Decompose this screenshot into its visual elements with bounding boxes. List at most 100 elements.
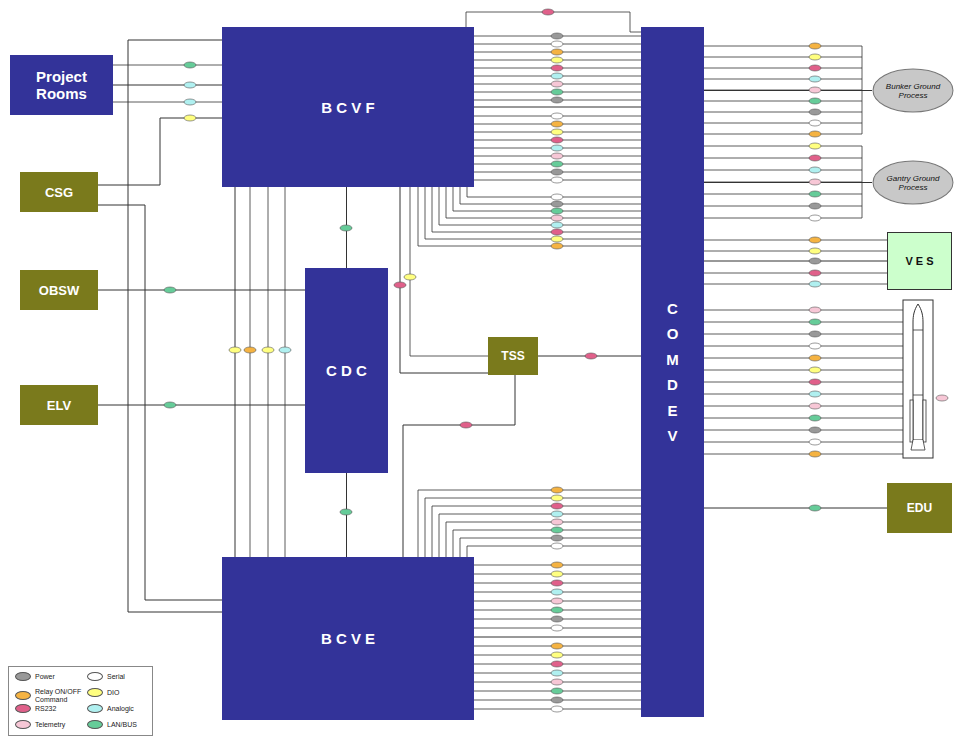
connector	[128, 40, 222, 612]
signal-marker	[551, 580, 563, 586]
system-box: CSG	[20, 172, 98, 212]
wire	[704, 194, 862, 195]
signal-marker	[551, 41, 563, 47]
signal-marker	[936, 395, 948, 401]
signal-marker	[404, 274, 416, 280]
stage-joint	[913, 330, 923, 331]
legend-item: Relay ON/OFF Command	[15, 688, 83, 703]
signal-marker	[340, 509, 352, 515]
signal-marker	[809, 215, 821, 221]
signal-marker	[551, 688, 563, 694]
legend-swatch	[15, 672, 31, 681]
signal-marker	[279, 347, 291, 353]
signal-marker	[809, 43, 821, 49]
wire	[704, 68, 862, 69]
equipment-bay: B C V E	[222, 557, 474, 720]
legend-box: PowerSerialRelay ON/OFF CommandDIORS232A…	[8, 666, 153, 736]
wire	[704, 101, 862, 102]
wire	[704, 46, 862, 47]
signal-marker	[551, 598, 563, 604]
system-box: ELV	[20, 385, 98, 425]
signal-marker	[551, 49, 563, 55]
wire	[704, 406, 903, 407]
legend-item: Telemetry	[15, 720, 83, 729]
wire	[704, 206, 862, 207]
wire	[466, 12, 641, 32]
signal-marker	[551, 89, 563, 95]
signal-marker	[551, 616, 563, 622]
node-label: TSS	[501, 349, 524, 363]
signal-marker	[551, 81, 563, 87]
wire	[704, 418, 903, 419]
signal-marker	[551, 65, 563, 71]
signal-marker	[551, 33, 563, 39]
signal-marker	[809, 505, 821, 511]
signal-marker	[164, 402, 176, 408]
signal-marker	[551, 73, 563, 79]
wire	[425, 498, 641, 557]
wire	[704, 394, 903, 395]
signal-marker	[551, 169, 563, 175]
signal-marker	[184, 99, 196, 105]
connector	[235, 187, 236, 557]
signal-marker	[809, 355, 821, 361]
legend-swatch	[15, 691, 31, 700]
signal-marker	[551, 153, 563, 159]
signal-marker	[585, 353, 597, 359]
signal-marker	[809, 270, 821, 276]
process-ellipse: Bunker Ground Process	[872, 68, 954, 113]
booster	[910, 400, 913, 442]
signal-marker	[809, 367, 821, 373]
wire	[704, 273, 887, 274]
legend-label: Relay ON/OFF Command	[35, 688, 83, 703]
wire	[704, 370, 903, 371]
wire	[704, 146, 862, 147]
wire	[704, 430, 903, 431]
signal-marker	[809, 331, 821, 337]
signal-marker	[244, 347, 256, 353]
signal-marker	[551, 487, 563, 493]
signal-marker	[551, 236, 563, 242]
signal-marker	[551, 589, 563, 595]
wire	[704, 334, 903, 335]
signal-marker	[809, 131, 821, 137]
legend-label: Telemetry	[35, 721, 65, 729]
node-label: C D C	[326, 362, 367, 379]
signal-marker	[551, 243, 563, 249]
launcher-body	[913, 304, 923, 440]
wire	[446, 522, 641, 557]
signal-marker	[809, 258, 821, 264]
connector	[474, 107, 641, 108]
legend-label: Serial	[107, 673, 125, 681]
node-label: Bunker Ground Process	[882, 82, 944, 100]
signal-marker	[551, 543, 563, 549]
signal-marker	[551, 503, 563, 509]
signal-marker	[551, 661, 563, 667]
node-label: V E S	[905, 255, 933, 267]
signal-marker	[809, 155, 821, 161]
wire	[704, 79, 862, 80]
wire	[704, 358, 903, 359]
signal-marker	[551, 679, 563, 685]
signal-marker	[551, 670, 563, 676]
signal-marker	[340, 225, 352, 231]
signal-marker	[184, 62, 196, 68]
signal-marker	[809, 343, 821, 349]
connector	[403, 375, 515, 557]
signal-marker	[809, 179, 821, 185]
wire	[460, 187, 641, 204]
wire	[704, 170, 862, 171]
connector	[704, 182, 872, 183]
wire	[453, 530, 641, 557]
legend-swatch	[87, 688, 103, 697]
signal-marker	[809, 248, 821, 254]
signal-marker	[809, 415, 821, 421]
legend-label: RS232	[35, 705, 56, 713]
signal-marker	[551, 129, 563, 135]
signal-marker	[551, 519, 563, 525]
wire	[704, 442, 903, 443]
wire	[410, 187, 488, 356]
system-box: EDU	[887, 483, 952, 533]
launcher-illustration	[903, 300, 948, 458]
